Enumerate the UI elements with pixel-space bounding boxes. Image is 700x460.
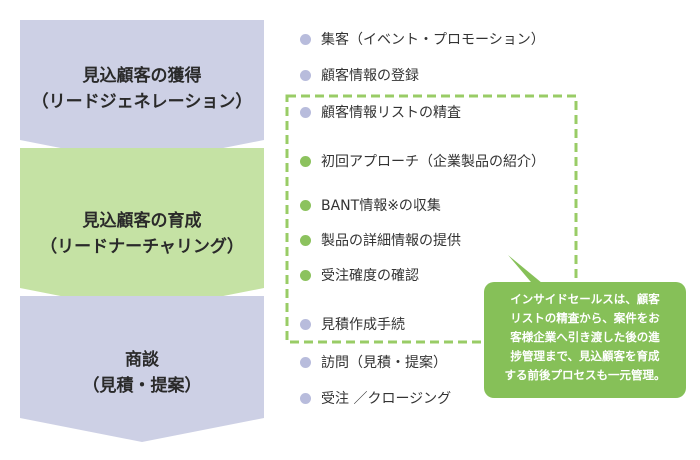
stage-name: 見込顧客の獲得 — [82, 66, 202, 86]
stage-sub: （リードナーチャリング） — [40, 237, 244, 257]
bullet-dot — [300, 356, 311, 368]
stage-label-nurturing: 見込顧客の育成 （リードナーチャリング） — [20, 208, 264, 260]
callout-line: 客様企業へ引き渡した後の進 — [510, 330, 660, 344]
list-item: 集客（イベント・プロモーション） — [300, 27, 545, 53]
item-label: 見積作成手続 — [321, 317, 405, 333]
item-label: 顧客情報リストの精査 — [321, 105, 461, 121]
item-label: 顧客情報の登録 — [321, 68, 419, 84]
callout-line: 捗管理まで、見込顧客を育成 — [510, 349, 660, 363]
callout-line: インサイドセールスは、顧客 — [510, 292, 660, 306]
list-item: 顧客情報リストの精査 — [300, 100, 461, 126]
list-item: 初回アプローチ（企業製品の紹介） — [300, 149, 545, 175]
bullet-dot — [300, 234, 311, 246]
stage-arrow-negotiation — [20, 296, 264, 442]
bullet-dot — [300, 69, 311, 81]
bullet-dot — [300, 155, 311, 167]
item-label: 製品の詳細情報の提供 — [321, 233, 461, 249]
stage-sub: （見積・提案） — [82, 376, 202, 396]
list-item: 顧客情報の登録 — [300, 63, 419, 89]
stage-arrow-acquisition — [20, 20, 264, 164]
callout-line: する前後プロセスも一元管理。 — [504, 368, 666, 382]
item-label: 初回アプローチ（企業製品の紹介） — [321, 154, 545, 170]
item-label: 集客（イベント・プロモーション） — [321, 32, 545, 48]
bullet-dot — [300, 106, 311, 118]
list-item: 受注確度の確認 — [300, 263, 419, 289]
callout-text: インサイドセールスは、顧客 リストの精査から、案件をお 客様企業へ引き渡した後の… — [494, 290, 676, 385]
item-label: BANT情報※の収集 — [321, 198, 441, 214]
stage-label-acquisition: 見込顧客の獲得 （リードジェネレーション） — [20, 63, 264, 115]
bullet-dot — [300, 392, 311, 404]
callout-line: リストの精査から、案件をお — [510, 311, 660, 325]
stage-name: 商談 — [125, 350, 159, 370]
stage-arrow-nurturing — [20, 148, 264, 312]
stage-label-negotiation: 商談 （見積・提案） — [20, 347, 264, 399]
stage-sub: （リードジェネレーション） — [31, 92, 253, 112]
stage-name: 見込顧客の育成 — [82, 211, 202, 231]
item-label: 受注確度の確認 — [321, 268, 419, 284]
inside-sales-dashed-frame — [285, 94, 578, 344]
bullet-dot — [300, 33, 311, 45]
list-item: 見積作成手続 — [300, 312, 405, 338]
bullet-dot — [300, 269, 311, 281]
list-item: 製品の詳細情報の提供 — [300, 228, 461, 254]
list-item: 受注 ／クロージング — [300, 386, 451, 412]
callout-bubble — [484, 255, 686, 398]
bullet-dot — [300, 199, 311, 211]
item-label: 訪問（見積・提案） — [321, 355, 447, 371]
list-item: 訪問（見積・提案） — [300, 350, 447, 376]
item-label: 受注 ／クロージング — [321, 391, 452, 407]
bullet-dot — [300, 318, 311, 330]
list-item: BANT情報※の収集 — [300, 193, 441, 219]
